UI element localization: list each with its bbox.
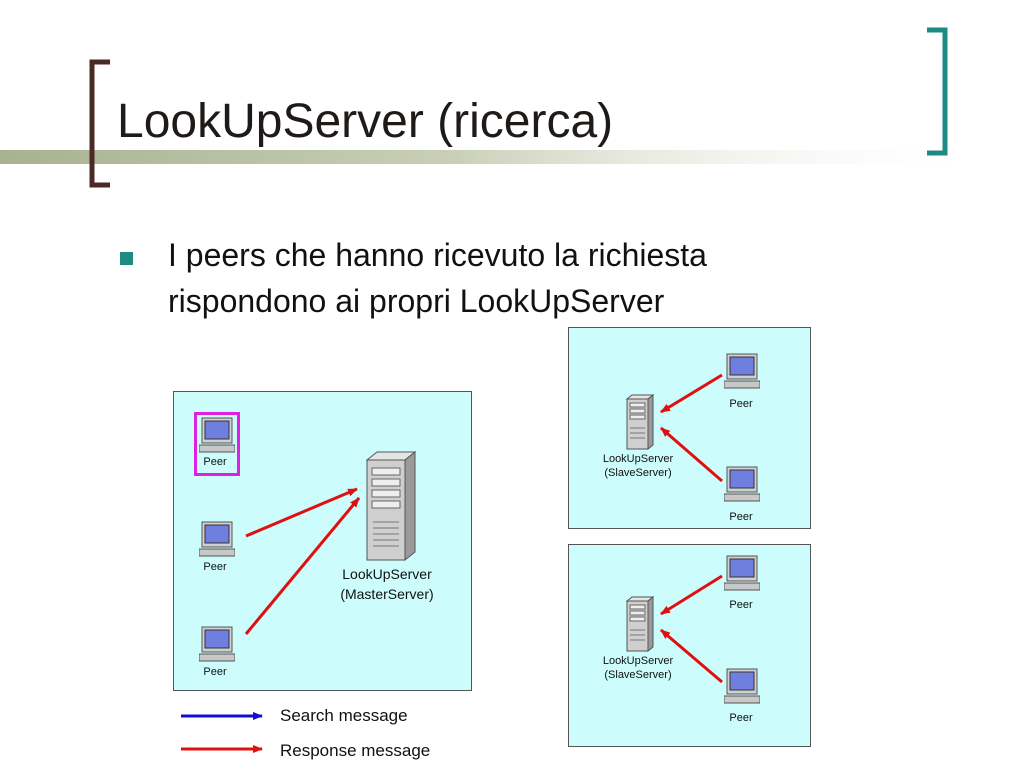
computer-icon <box>199 417 235 453</box>
computer-icon <box>724 353 760 389</box>
server-name: LookUpServer <box>602 453 674 465</box>
computer-icon <box>724 668 760 704</box>
computer-icon <box>724 555 760 591</box>
peer-label: Peer <box>729 511 753 523</box>
server-role: (SlaveServer) <box>604 466 672 479</box>
response-arrow <box>660 373 723 414</box>
response-arrow <box>660 628 723 684</box>
master-server-label: LookUpServer (MasterServer) <box>321 564 453 604</box>
response-arrow <box>245 487 358 538</box>
peer-label: Peer <box>729 712 753 724</box>
header-decoration <box>0 27 1000 188</box>
slave-server-label: LookUpServer (SlaveServer) <box>588 655 688 683</box>
response-arrow <box>660 426 723 483</box>
legend-response-label: Response message <box>280 741 431 760</box>
slave-server-icon <box>626 596 654 652</box>
peer-label: Peer <box>729 599 753 611</box>
peer-label: Peer <box>203 666 227 678</box>
title-underline-bar <box>0 150 1000 164</box>
computer-icon <box>199 521 235 557</box>
slave-network-box-top <box>568 327 811 529</box>
peer-highlight <box>194 412 240 476</box>
slide-title: LookUpServer (ricerca) <box>117 95 614 148</box>
slave-server-label: LookUpServer (SlaveServer) <box>588 453 688 481</box>
bullet-text: I peers che hanno ricevuto la richiesta … <box>168 237 707 319</box>
legend-search-label: Search message <box>280 706 408 725</box>
slave-network-box-bottom <box>568 544 811 747</box>
master-server-icon <box>365 450 417 562</box>
peer-label: Peer <box>203 456 227 468</box>
response-arrow <box>660 574 723 616</box>
response-arrow <box>244 497 361 635</box>
right-bracket <box>927 27 948 156</box>
computer-icon <box>724 466 760 502</box>
bullet-icon <box>120 252 133 265</box>
computer-icon <box>199 626 235 662</box>
peer-label: Peer <box>729 398 753 410</box>
server-role: (MasterServer) <box>340 586 434 602</box>
peer-label: Peer <box>203 561 227 573</box>
slave-server-icon <box>626 394 654 450</box>
server-role: (SlaveServer) <box>604 668 672 681</box>
server-name: LookUpServer <box>602 655 674 667</box>
left-bracket <box>89 59 110 188</box>
server-name: LookUpServer <box>342 566 432 582</box>
